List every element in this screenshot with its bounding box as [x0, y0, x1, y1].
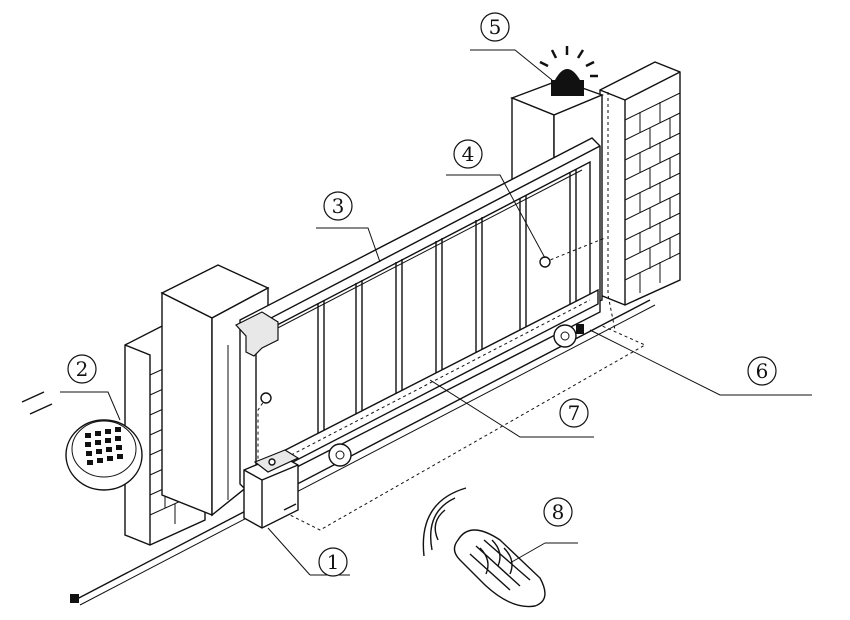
callout-1: 1	[318, 547, 348, 577]
leader-lines	[60, 49, 812, 576]
sliding-gate	[235, 137, 601, 493]
callout-6: 6	[747, 356, 777, 386]
callout-2-label: 2	[76, 357, 89, 381]
callout-7-label: 7	[568, 401, 581, 425]
callout-3: 3	[323, 191, 353, 221]
gate-wheel-left	[328, 443, 352, 467]
callout-7: 7	[559, 398, 589, 428]
signal-waves-icon	[422, 487, 467, 557]
callout-5: 5	[480, 12, 510, 42]
gate-wheel-right	[553, 324, 577, 348]
gate-motor	[243, 449, 300, 529]
right-brick-wall	[599, 61, 681, 306]
photo-sensor	[260, 256, 584, 404]
callout-3-label: 3	[332, 194, 345, 218]
warning-lamp	[539, 46, 598, 96]
ground-post-icon	[70, 594, 79, 603]
callout-4: 4	[453, 139, 483, 169]
wiring	[257, 92, 647, 531]
callout-4-label: 4	[462, 142, 475, 166]
ground-track	[70, 299, 656, 606]
callout-6-label: 6	[756, 359, 769, 383]
remote-control	[422, 487, 546, 608]
callout-8: 8	[543, 497, 573, 527]
callout-8-label: 8	[552, 500, 565, 524]
callout-5-label: 5	[489, 15, 502, 39]
callout-1-label: 1	[327, 550, 340, 574]
callout-2: 2	[67, 354, 97, 384]
keypad	[21, 391, 143, 491]
